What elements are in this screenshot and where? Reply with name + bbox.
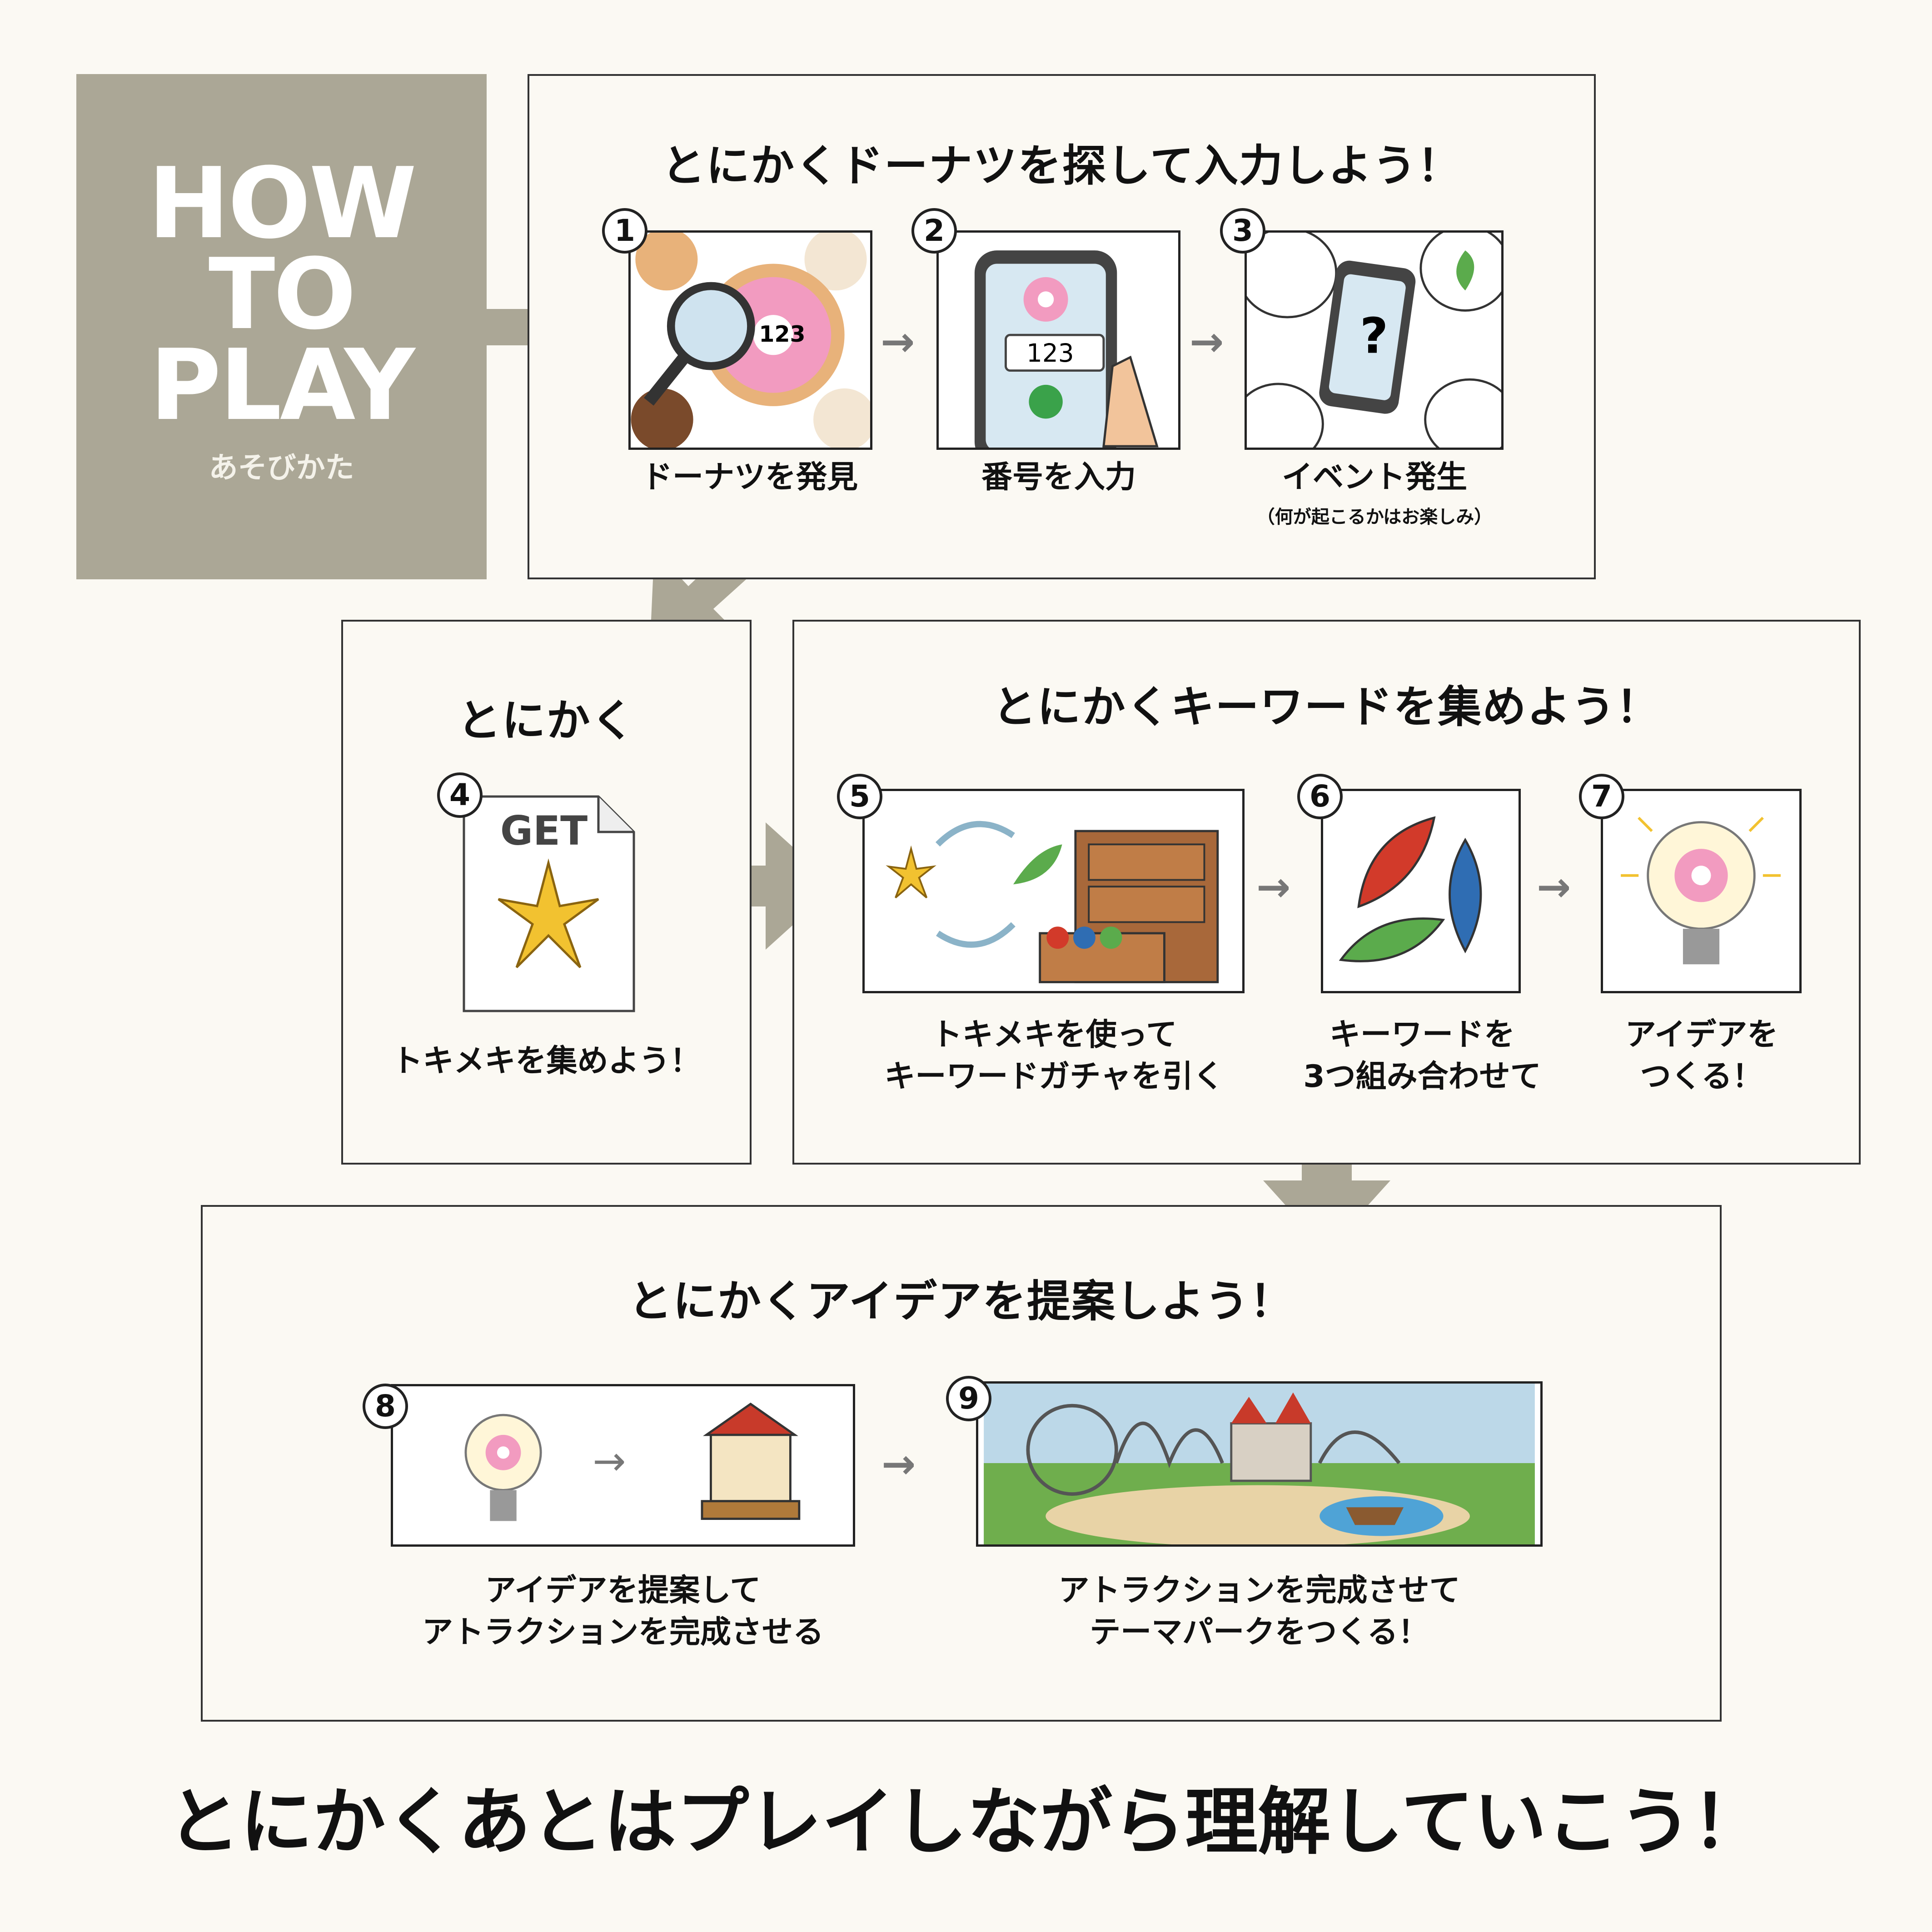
flow-arrow-right-2-icon (707, 822, 836, 950)
step-number-9: 9 (946, 1376, 991, 1421)
flow-arrow-down-icon (1263, 1124, 1390, 1251)
header-line-2: TO (208, 237, 356, 351)
step-8-label: アイデアを提案してアトラクションを完成させる (391, 1570, 855, 1653)
step-7-label-line-2: つくる！ (1640, 1059, 1763, 1095)
step-1-label: ドーナツを発見 (641, 459, 858, 495)
step-number-1: 1 (602, 208, 647, 254)
step-5-label-line-2: キーワードガチャを引く (884, 1059, 1224, 1095)
step-number-5: 5 (837, 774, 882, 819)
step-2-label: 番号を入力 (981, 459, 1136, 495)
step-number-6: 6 (1297, 774, 1343, 819)
idea-to-attraction-image: → (391, 1384, 855, 1547)
header-line-3: PLAY (149, 328, 415, 442)
footer-message: とにかくあとはプレイしながら理解していこう！ (167, 1779, 1765, 1864)
event-image: ? (1245, 230, 1504, 450)
question-mark-text: ? (1360, 308, 1389, 364)
step-6-label-line-2: 3つ組み合わせて (1303, 1059, 1541, 1095)
idea-bulb-image (1601, 789, 1802, 993)
step-5-label-line-1: トキメキを使って (931, 1017, 1177, 1053)
step-number-2: 2 (911, 208, 957, 254)
step-number-7: 7 (1579, 774, 1624, 819)
donut-search-image: 123 (628, 230, 872, 450)
step-3-label: イベント発生 (1281, 459, 1467, 495)
keyword-gacha-image (862, 789, 1245, 993)
donut-number-text: 123 (759, 321, 805, 347)
header-subtitle: あそびかた (209, 451, 354, 485)
section-2-title: とにかく (457, 695, 636, 746)
header-line-1: HOW (148, 146, 417, 260)
arrow-right-icon: → (1190, 318, 1224, 366)
theme-park-image (976, 1381, 1543, 1547)
step-9-label: アトラクションを完成させてテーマパークをつくる！ (976, 1570, 1543, 1653)
arrow-right-icon: → (881, 1440, 916, 1488)
how-to-play-header: HOW TO PLAY あそびかた (76, 74, 487, 579)
step-5-label: トキメキを使ってキーワードガチャを引く (863, 1014, 1245, 1098)
step-9-label-line-2: テーマパークをつくる！ (1090, 1614, 1429, 1650)
section-1-title: とにかくドーナツを探して入力しよう！ (661, 140, 1462, 191)
step-number-8: 8 (363, 1384, 408, 1429)
section-3-title: とにかくキーワードを集めよう！ (992, 682, 1661, 732)
phone-number-text: 123 (1026, 339, 1074, 368)
step-7-label: アイデアをつくる！ (1604, 1014, 1799, 1098)
step-6-label-line-1: キーワードを (1329, 1017, 1515, 1053)
arrow-right-icon: → (881, 318, 915, 366)
three-keywords-image (1321, 789, 1521, 993)
step-8-label-line-2: アトラクションを完成させる (422, 1614, 824, 1650)
step-9-label-line-1: アトラクションを完成させて (1058, 1573, 1460, 1608)
arrow-right-icon: → (1537, 863, 1571, 911)
step-7-label-line-1: アイデアを (1625, 1017, 1778, 1053)
step-6-label: キーワードを 3つ組み合わせて (1300, 1014, 1545, 1098)
step-8-label-line-1: アイデアを提案して (485, 1573, 761, 1608)
get-text: GET (500, 807, 588, 854)
step-3-note: （何が起こるかはお楽しみ） (1256, 507, 1493, 528)
phone-input-image: 123 (936, 230, 1180, 450)
svg-text:→: → (593, 1438, 626, 1484)
get-star-document: GET (462, 795, 636, 1013)
step-number-4: 4 (437, 772, 483, 818)
arrow-right-icon: → (1256, 863, 1291, 911)
step-4-label: トキメキを集めよう！ (392, 1043, 701, 1079)
step-number-3: 3 (1220, 208, 1265, 254)
section-4-title: とにかくアイデアを提案しよう！ (628, 1276, 1295, 1327)
